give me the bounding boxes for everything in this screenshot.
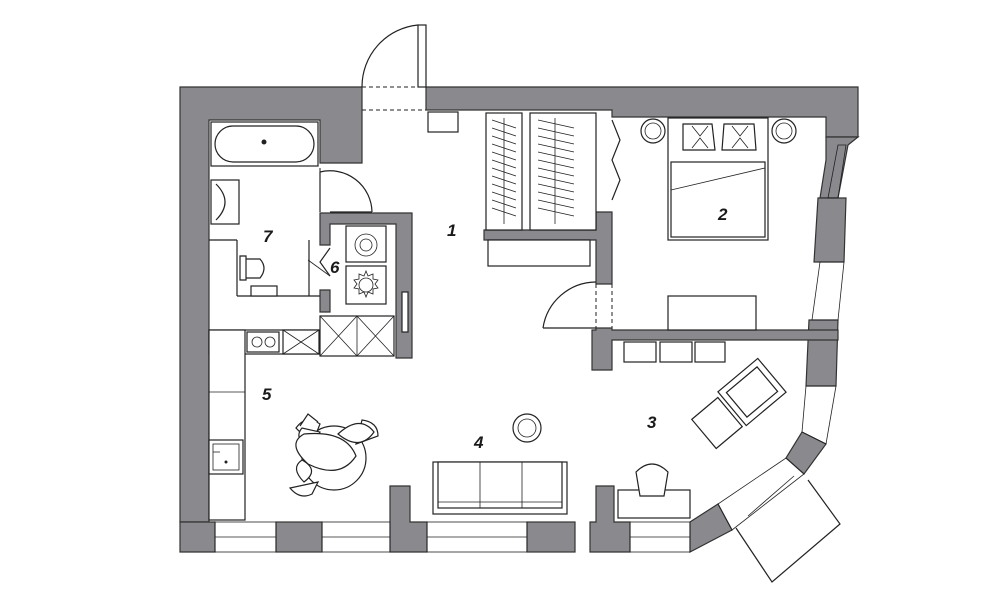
upper-cabinet-icon <box>282 315 395 357</box>
room-label-kitchen: 5 <box>262 385 272 404</box>
walls <box>179 86 860 553</box>
room-label-study: 3 <box>647 413 657 432</box>
laundry-door[interactable] <box>307 247 331 277</box>
washing-machine-icon <box>345 225 387 263</box>
balcony <box>735 479 841 583</box>
wall-south-pillar-2 <box>389 485 428 553</box>
counter-side <box>208 329 246 521</box>
desk-chair-icon <box>635 463 669 497</box>
kitchen <box>208 315 395 521</box>
doors <box>307 24 621 333</box>
window-6 <box>811 261 845 321</box>
wall-curve-pillar-2 <box>689 503 733 553</box>
room-label-laundry: 6 <box>330 258 340 277</box>
wardrobe-icon <box>485 112 597 231</box>
wall-south-pillar-3 <box>526 521 576 553</box>
dining-chair-3 <box>337 422 375 444</box>
window-5 <box>827 144 847 199</box>
windows <box>214 144 847 583</box>
armchair-icon <box>717 357 787 427</box>
sink-icon <box>208 439 244 475</box>
dining-chair-5 <box>288 481 320 497</box>
bathroom <box>209 121 320 297</box>
wall-bedroom-lower <box>591 327 839 371</box>
wall-bath-east <box>319 289 331 313</box>
side-table-icon <box>512 413 542 443</box>
wall-south-pillar-1 <box>275 521 323 553</box>
cooktop-icon <box>246 331 280 353</box>
room-label-living: 4 <box>473 433 484 452</box>
living <box>432 413 568 515</box>
bathroom-door[interactable] <box>319 168 373 213</box>
room-labels: 1 2 3 4 5 6 7 <box>262 205 728 452</box>
hall-cupboard-door[interactable] <box>401 291 409 333</box>
hallway <box>427 111 597 267</box>
room-label-bedroom: 2 <box>717 205 728 224</box>
window-8 <box>717 457 805 531</box>
bathroom-sink-icon <box>210 179 240 225</box>
wall-curve-pillar-1 <box>785 431 827 475</box>
bathtub-icon <box>210 121 319 167</box>
laundry <box>345 225 387 305</box>
shelf-1 <box>623 341 657 363</box>
dining-table-icon <box>288 413 379 497</box>
ottoman-icon <box>690 396 744 450</box>
shelf-3 <box>694 341 726 363</box>
hall-console-icon <box>487 239 591 267</box>
wall-bath-laundry <box>319 212 413 359</box>
sofa-icon <box>432 461 568 515</box>
bed-icon <box>667 117 769 241</box>
wardrobe-door[interactable] <box>611 119 621 201</box>
room-label-bathroom: 7 <box>263 227 274 246</box>
toilet-icon <box>239 255 278 297</box>
bedroom <box>640 117 797 331</box>
nightstand-lamp-icon <box>640 118 797 144</box>
dining-chair-4 <box>295 459 313 483</box>
wall-north <box>425 86 859 138</box>
wall-south <box>179 521 216 553</box>
window-7 <box>801 385 837 445</box>
bedroom-door[interactable] <box>542 281 613 329</box>
room-label-hallway: 1 <box>447 221 456 240</box>
dining-tabletop <box>295 432 357 471</box>
dresser-icon <box>667 295 757 331</box>
wall-east-pillar-1 <box>813 197 847 263</box>
shoe-cabinet-icon <box>427 111 459 133</box>
entrance-door[interactable] <box>361 24 427 111</box>
study <box>617 341 787 519</box>
shelf-2 <box>659 341 693 363</box>
